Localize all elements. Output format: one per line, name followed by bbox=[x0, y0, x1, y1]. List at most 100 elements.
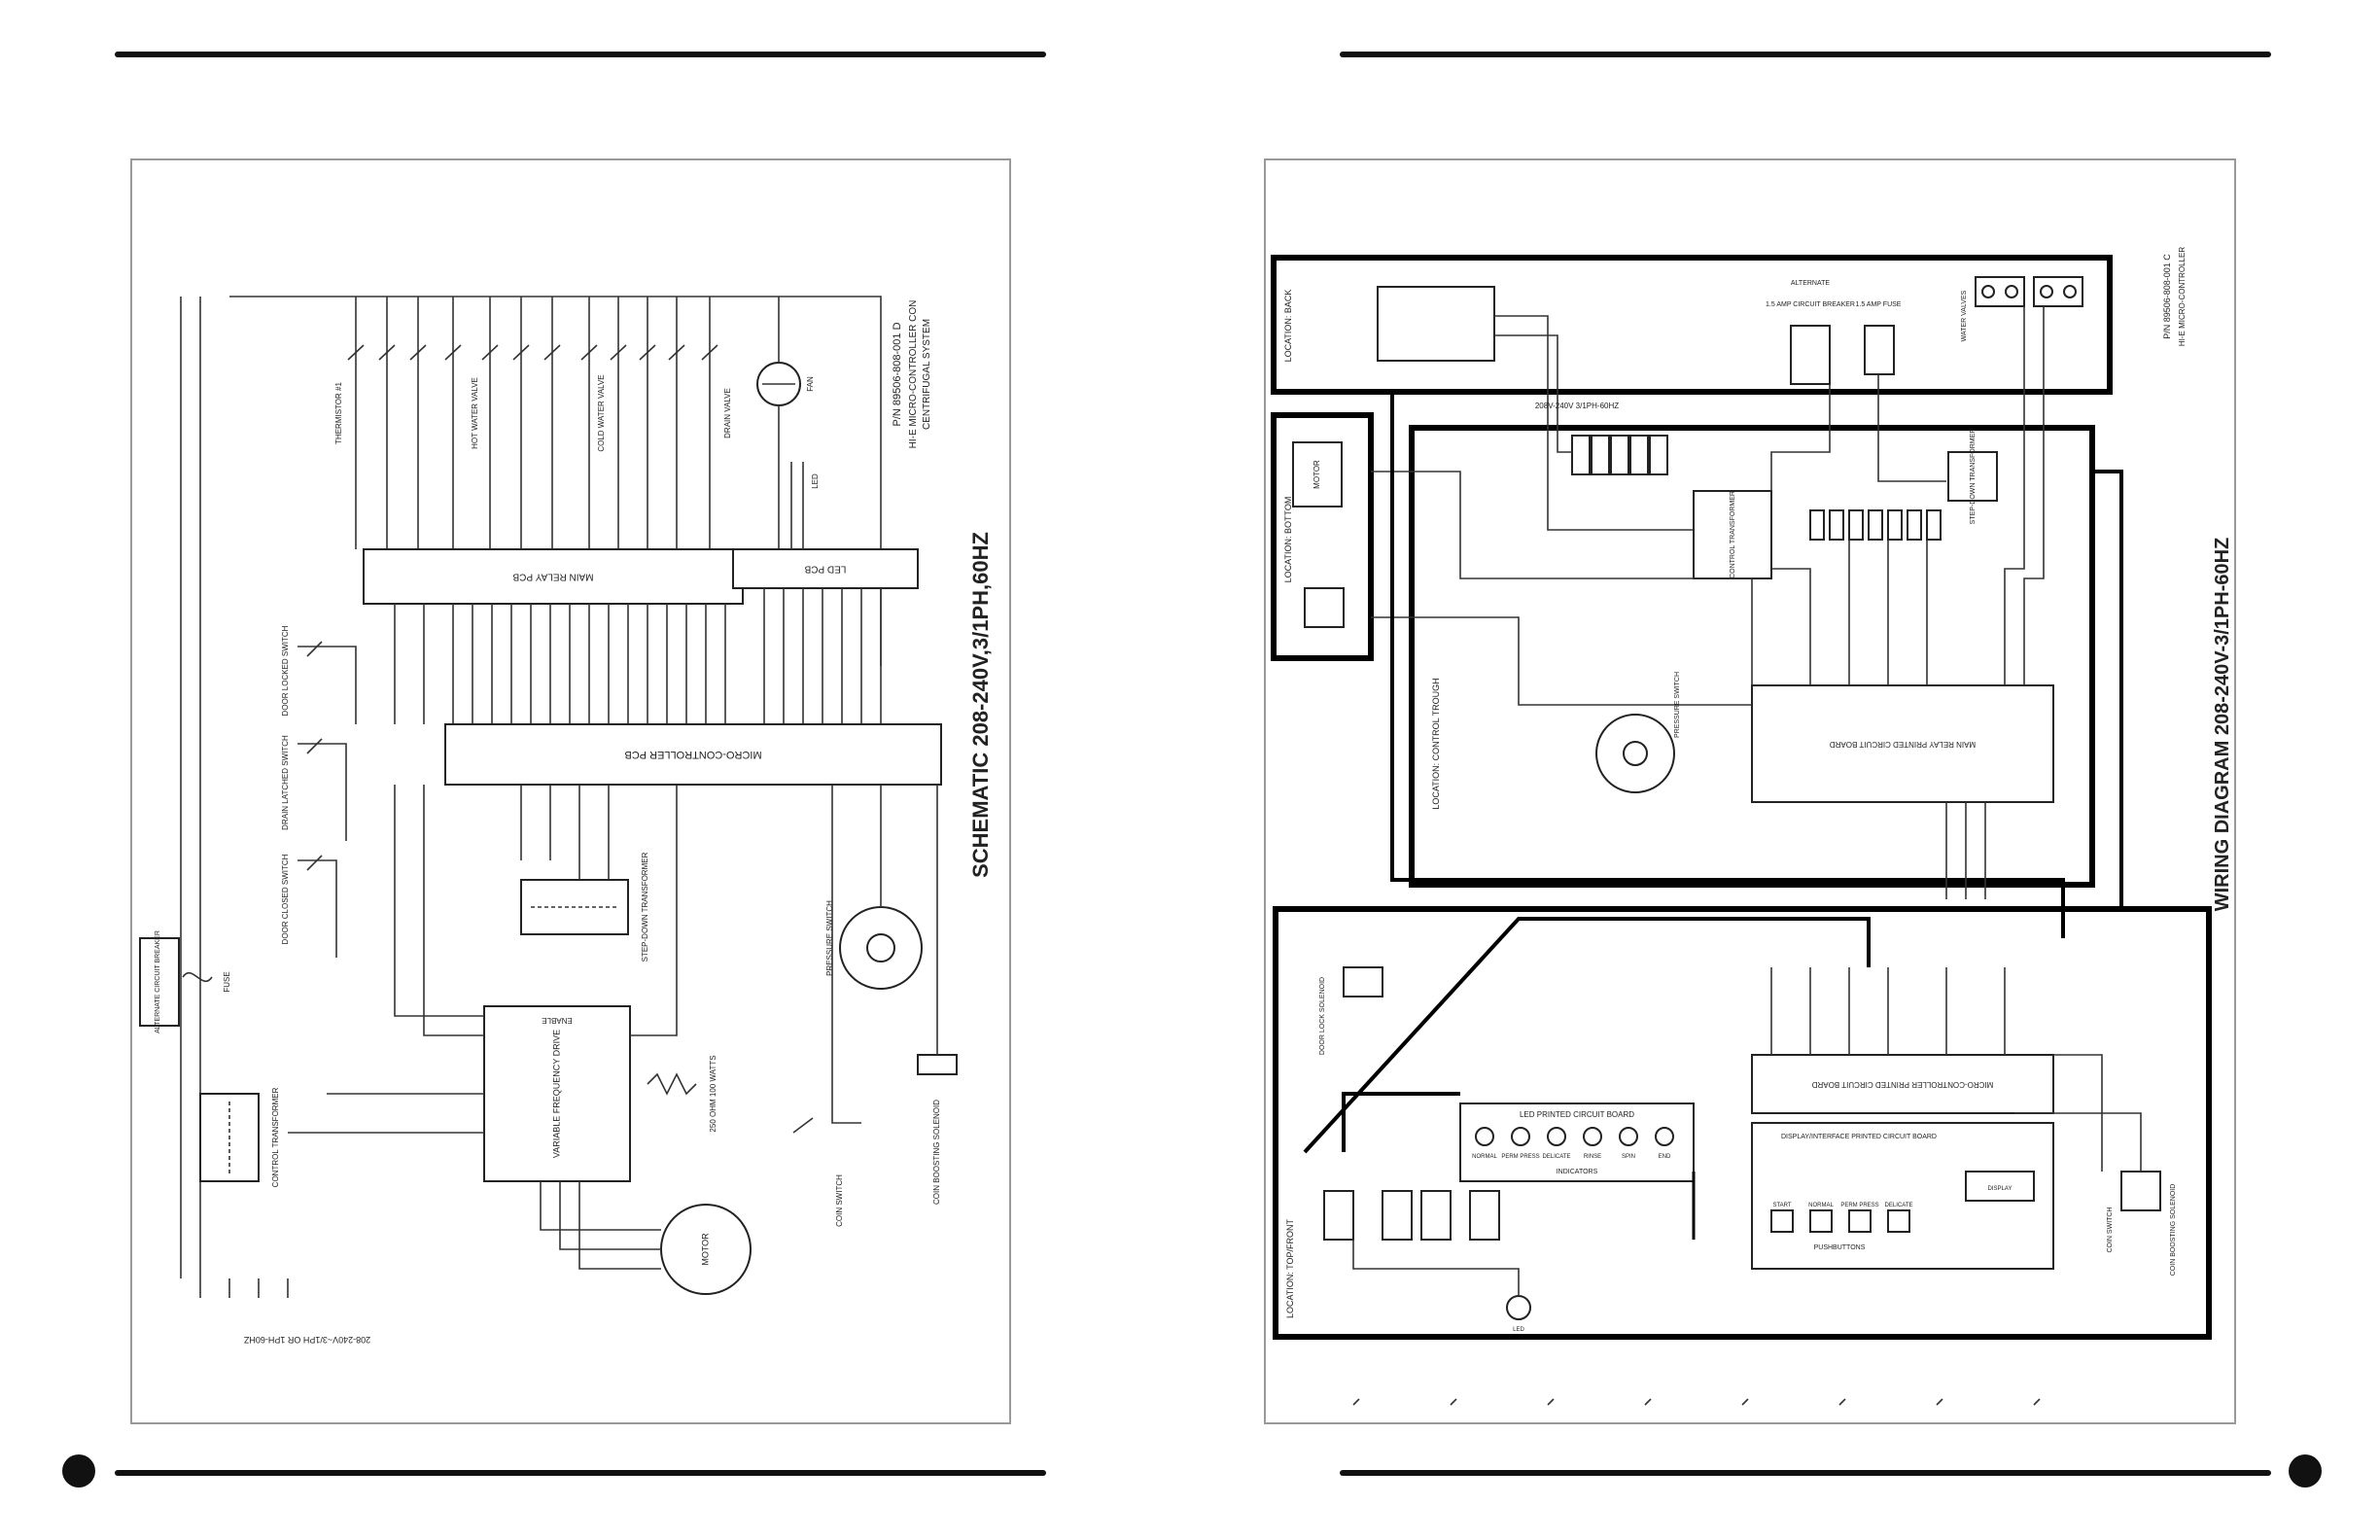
coin-switch-box bbox=[2120, 1171, 2161, 1211]
thermistor-label: THERMISTOR #1 bbox=[334, 382, 343, 444]
button-item-3: PERM PRESS bbox=[1840, 1203, 1878, 1208]
door-lock-label: DOOR LOCK SOLENOID bbox=[1319, 977, 1326, 1055]
led-bulb bbox=[1506, 1295, 1531, 1320]
schematic-subtitle-1: HI-E MICRO-CONTROLLER CON bbox=[908, 300, 919, 449]
led-item-2: PERM PRESS bbox=[1501, 1154, 1539, 1160]
wiring-title: WIRING DIAGRAM 208-240V-3/1PH-60HZ bbox=[2212, 538, 2233, 912]
supply-lines bbox=[180, 297, 201, 1278]
bottom-drain-box bbox=[1304, 587, 1345, 628]
front-wires bbox=[1352, 802, 2142, 1296]
top-rule-right bbox=[1340, 52, 2271, 57]
display-label: DISPLAY bbox=[1988, 1186, 2012, 1192]
location-back-box bbox=[1271, 255, 2113, 395]
door-closed-switch-label: DOOR CLOSED SWITCH bbox=[281, 854, 290, 944]
step-down-label: STEP-DOWN TRANSFORMER bbox=[641, 852, 649, 962]
vfd-enable-label: ENABLE bbox=[542, 1016, 573, 1025]
led-item-6: END bbox=[1659, 1154, 1671, 1160]
motor-label: MOTOR bbox=[700, 1233, 710, 1266]
led-pcb-label: LED PCB bbox=[804, 563, 846, 574]
coin-solenoid-symbol bbox=[917, 1054, 958, 1075]
valve-drops bbox=[355, 297, 711, 549]
cold-water-label: COLD WATER VALVE bbox=[597, 374, 606, 451]
micro-controller-board bbox=[1751, 1054, 2054, 1114]
hot-water-label: HOT WATER VALVE bbox=[471, 377, 479, 449]
supply-label: 208V-240V 3/1PH-60HZ bbox=[1535, 402, 1619, 410]
schematic-title: SCHEMATIC 208-240V,3/1PH,60HZ bbox=[968, 532, 993, 878]
front-switches bbox=[1323, 1190, 1500, 1241]
wiring-subtitle: HI-E MICRO-CONTROLLER bbox=[2178, 247, 2187, 346]
main-relay-board bbox=[1751, 684, 2054, 803]
bottom-ticks bbox=[1352, 1398, 2041, 1406]
fuse-box bbox=[1864, 325, 1895, 375]
relay-to-micro-wires bbox=[394, 588, 882, 724]
led-label: LED bbox=[811, 473, 820, 489]
top-rule-left bbox=[115, 52, 1046, 57]
drain-valve-label: DRAIN VALVE bbox=[723, 388, 732, 438]
bottom-left-dot bbox=[62, 1454, 95, 1488]
led-indicators bbox=[1475, 1127, 1674, 1146]
water-valves bbox=[1975, 276, 2083, 307]
location-bottom-box bbox=[1271, 412, 1374, 661]
bottom-rule-left bbox=[115, 1470, 1046, 1476]
button-item-4: DELICATE bbox=[1885, 1203, 1913, 1208]
display-window bbox=[1965, 1171, 2035, 1202]
supply-terminals bbox=[1571, 435, 1668, 475]
led-item-4: RINSE bbox=[1584, 1154, 1601, 1160]
led-item-5: SPIN bbox=[1622, 1154, 1635, 1160]
led-item-1: NORMAL bbox=[1472, 1154, 1497, 1160]
led-bulb-label: LED bbox=[1513, 1327, 1524, 1333]
pushbuttons bbox=[1770, 1209, 1910, 1233]
location-back-label: LOCATION: BACK bbox=[1283, 290, 1293, 363]
led-board-label: LED PRINTED CIRCUIT BOARD bbox=[1520, 1110, 1634, 1119]
bottom-rule-right bbox=[1340, 1470, 2271, 1476]
fan-label: FAN bbox=[806, 376, 815, 392]
step-down-label: STEP-DOWN TRANSFORMER bbox=[1970, 429, 1977, 525]
drain-latched-switch-label: DRAIN LATCHED SWITCH bbox=[281, 735, 290, 830]
fuse-label: 1.5 AMP FUSE bbox=[1856, 301, 1902, 308]
water-valves-label: WATER VALVES bbox=[1961, 290, 1968, 341]
fuse-label: FUSE bbox=[223, 971, 231, 992]
led-item-3: DELICATE bbox=[1543, 1154, 1571, 1160]
motor-box bbox=[1292, 441, 1343, 508]
voltage-note: 208-240V~3/1PH OR 1PH-60HZ bbox=[243, 1335, 370, 1345]
breaker-header-label: ALTERNATE bbox=[1791, 280, 1831, 287]
display-board-label: DISPLAY/INTERFACE PRINTED CIRCUIT BOARD bbox=[1781, 1134, 1937, 1140]
door-locked-switch-label: DOOR LOCKED SWITCH bbox=[281, 625, 290, 716]
resistor-label: 250 OHM 100 WATTS bbox=[709, 1055, 718, 1132]
coin-switch-label: COIN SWITCH bbox=[2107, 1207, 2114, 1252]
location-top-front-box bbox=[1273, 906, 2212, 1340]
location-control-trough-label: LOCATION: CONTROL TROUGH bbox=[1431, 678, 1441, 809]
door-switches bbox=[298, 641, 357, 958]
breaker-label: ALTERNATE CIRCUIT BREAKER bbox=[155, 930, 161, 1033]
wiring-diagram: WIRING DIAGRAM 208-240V-3/1PH-60HZ P/N 8… bbox=[1271, 247, 2233, 1406]
micro-controller-label: MICRO-CONTROLLER PCB bbox=[624, 749, 761, 760]
motor-label: MOTOR bbox=[1312, 460, 1321, 489]
top-bus-wire bbox=[229, 296, 882, 666]
wiring-part-number: P/N 89506-808-001 C bbox=[2162, 254, 2172, 339]
bottom-right-dot bbox=[2289, 1454, 2322, 1488]
button-item-2: NORMAL bbox=[1808, 1203, 1834, 1208]
vfd-label: VARIABLE FREQUENCY DRIVE bbox=[551, 1030, 561, 1158]
micro-controller-board-label: MICRO-CONTROLLER PRINTED CIRCUIT BOARD bbox=[1812, 1080, 1994, 1089]
schematic-diagram: SCHEMATIC 208-240V,3/1PH,60HZ P/N 89506-… bbox=[139, 296, 993, 1345]
coin-solenoid-label: COIN BOOSTING SOLENOID bbox=[2170, 1184, 2177, 1277]
circuit-breaker-box bbox=[1790, 325, 1831, 385]
schematic-sheet: SCHEMATIC 208-240V,3/1PH,60HZ P/N 89506-… bbox=[130, 158, 1011, 1424]
circuit-breaker bbox=[139, 937, 180, 1027]
location-control-trough-box bbox=[1409, 425, 2095, 888]
harness-lines bbox=[1303, 392, 2123, 1240]
fuse-symbol bbox=[182, 971, 213, 983]
main-relay-board-label: MAIN RELAY PRINTED CIRCUIT BOARD bbox=[1830, 740, 1976, 749]
led-printed-circuit-board bbox=[1459, 1102, 1695, 1182]
breaker-label: 1.5 AMP CIRCUIT BREAKER bbox=[1766, 301, 1855, 308]
door-lock-solenoid-box bbox=[1343, 966, 1383, 998]
step-down-box bbox=[1947, 451, 1998, 502]
pressure-switch-label: PRESSURE SWITCH bbox=[825, 900, 834, 976]
led-pcb bbox=[732, 548, 919, 589]
wiring-diagram-sheet: WIRING DIAGRAM 208-240V-3/1PH-60HZ P/N 8… bbox=[1264, 158, 2236, 1424]
coin-switch-symbol bbox=[792, 785, 861, 1134]
trough-wires bbox=[1371, 306, 2045, 706]
main-relay-label: MAIN RELAY PCB bbox=[512, 571, 593, 581]
coin-switch-label: COIN SWITCH bbox=[835, 1174, 844, 1227]
valve-contacts bbox=[347, 344, 718, 361]
